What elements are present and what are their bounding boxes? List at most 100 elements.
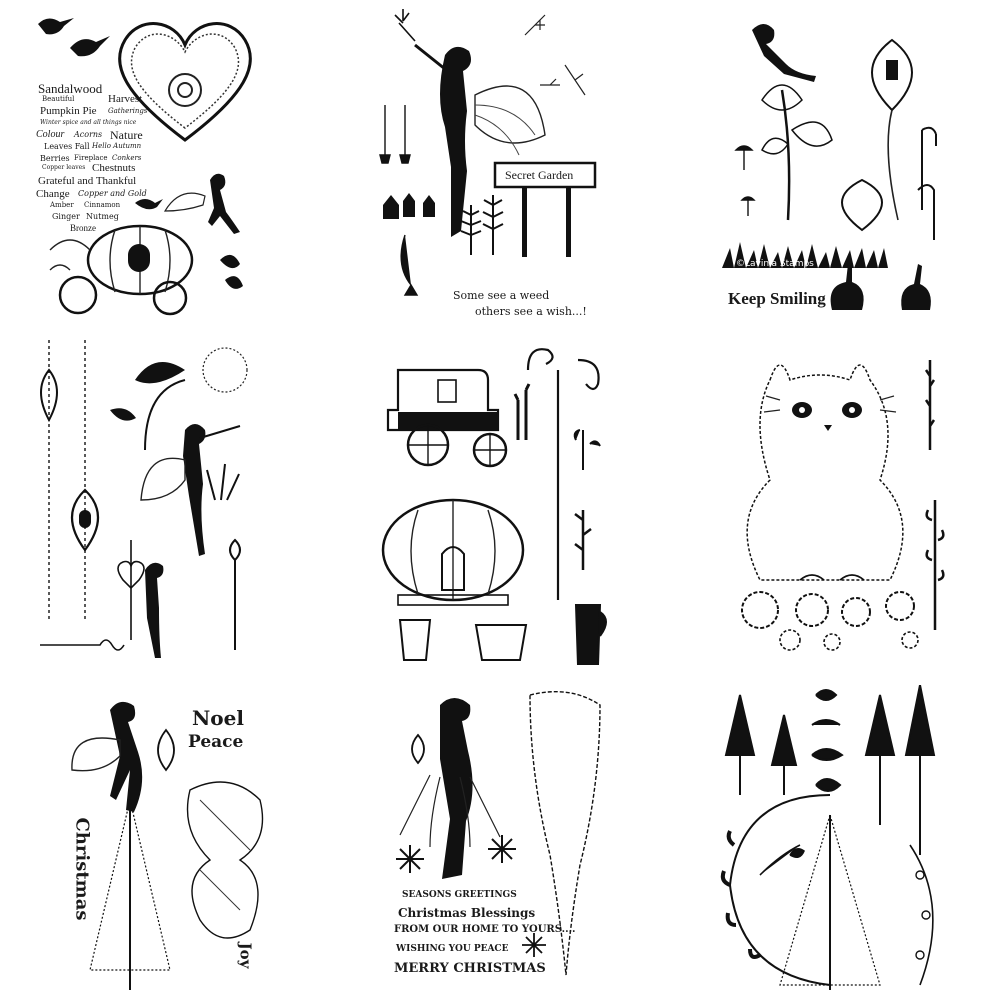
- word-sandalwood: Sandalwood: [38, 81, 103, 96]
- pine-tree-icon: [904, 685, 936, 855]
- word-beautiful: Beautiful: [42, 95, 75, 103]
- sign-text: Secret Garden: [505, 168, 574, 182]
- gear-icon: [901, 631, 919, 649]
- fairy-wing: [140, 457, 186, 501]
- bell-icon: [379, 105, 411, 164]
- fairy-silhouette: [440, 698, 473, 879]
- berry-wreath-arc: [909, 844, 934, 986]
- stamp-sheet-fluffy-cat: [740, 340, 965, 660]
- word-gatherings: Gatherings: [108, 107, 148, 115]
- leaf-icon: [110, 362, 185, 421]
- word-berries: Berries: [40, 154, 70, 163]
- pine-tree-icon: [724, 694, 756, 795]
- vine-icon: [925, 500, 945, 630]
- christmas-tree: [779, 812, 881, 986]
- word-nutmeg: Nutmeg: [86, 212, 119, 221]
- word-noel: Noel: [192, 706, 244, 730]
- stamp-sheet-dandelion-fairy: Secret Garden Some see a weed others see…: [375, 5, 615, 325]
- flower-pot-icon: [398, 619, 528, 661]
- word-acorns: Acorns: [74, 130, 103, 139]
- word-harvest: Harvest: [108, 93, 143, 105]
- stamp-sheet-lantern-fairies: [35, 340, 270, 660]
- sheet7-illustrations: [71, 701, 264, 990]
- bud-sprig-icon: [759, 844, 805, 876]
- word-peace: Peace: [188, 732, 244, 752]
- word-winter-spice: Winter spice and all things nice: [40, 119, 137, 126]
- stamp-sheet-christmas-greetings: SEASONS GREETINGS Christmas Blessings FR…: [390, 685, 620, 990]
- word-chestnuts: Chestnuts: [92, 162, 136, 174]
- sheet9-illustrations: [720, 685, 936, 990]
- lamp-post-icon: [917, 126, 937, 240]
- keep-smiling-text: Keep Smiling: [728, 289, 826, 308]
- fairy-silhouette: [752, 24, 816, 82]
- fairy-silhouette: [183, 424, 206, 556]
- leaf-garland: [186, 781, 264, 939]
- lavender-icon: [513, 383, 531, 440]
- rabbit-icon: [830, 264, 864, 310]
- gear-icon: [885, 591, 915, 621]
- gear-icon: [823, 633, 841, 651]
- stamp-sheet-pumpkin-house: [378, 340, 618, 665]
- grass-copyright: ©Lavinia Stamps: [736, 259, 814, 269]
- pumpkin-door: [441, 546, 465, 591]
- watering-jug-icon: [574, 604, 607, 665]
- bubble-cascade: [529, 690, 601, 976]
- crow-icon: [70, 36, 110, 57]
- sheet3-illustrations: [722, 24, 937, 310]
- bird-icon: [135, 199, 163, 210]
- fairy-silhouette: [110, 701, 143, 812]
- sheet6-illustrations: [741, 360, 945, 651]
- gear-icon: [779, 629, 801, 651]
- lace-heart: [118, 22, 252, 142]
- sheet8-illustrations: [396, 690, 601, 976]
- fluffy-cat: [746, 364, 904, 581]
- flower-stem-icon: [780, 89, 791, 221]
- crow-icon: [38, 18, 74, 35]
- snowflake-icon: [396, 845, 424, 873]
- greeting-from-our-home: FROM OUR HOME TO YOURS....: [394, 924, 576, 935]
- lantern-icon: [40, 368, 58, 423]
- lantern-icon: [71, 488, 99, 552]
- bellflower-icon: [400, 234, 419, 296]
- word-change: Change: [36, 188, 70, 200]
- stamp-sheet-keep-smiling: ©Lavinia Stamps Keep Smiling: [722, 10, 967, 320]
- word-leaves-fall: Leaves Fall: [44, 142, 90, 151]
- gear-icon: [741, 591, 779, 629]
- fairy-silhouette: [145, 562, 164, 658]
- greeting-merry-christmas: MERRY CHRISTMAS: [394, 961, 546, 976]
- word-amber: Amber: [50, 201, 74, 209]
- fairy-skirt: [399, 774, 501, 848]
- fairy-wing: [71, 737, 121, 772]
- word-copper-leaves: Copper leaves: [42, 164, 86, 171]
- greeting-blessings: Christmas Blessings: [398, 906, 536, 920]
- mushroom-icon: [734, 145, 756, 216]
- flower-icon: [761, 84, 833, 155]
- snowflake-icon: [488, 835, 516, 863]
- word-cinnamon: Cinnamon: [84, 201, 121, 209]
- greeting-wishing-peace: WISHING YOU PEACE: [396, 944, 509, 954]
- word-joy: Joy: [236, 942, 255, 969]
- quote-line-1: Some see a weed: [453, 289, 550, 302]
- word-colour: Colour: [36, 129, 65, 140]
- christmas-tree: [89, 799, 171, 971]
- lantern-icon: [841, 178, 883, 232]
- hanging-chain: [48, 340, 86, 620]
- rabbit-icon: [901, 264, 931, 310]
- grass-icon: [206, 463, 240, 501]
- word-ginger: Ginger: [52, 212, 80, 221]
- paper-lantern-icon: [411, 733, 425, 765]
- lamp-post-icon: [229, 538, 241, 650]
- flourish-icon: [811, 689, 844, 792]
- berry-sprig-icon: [573, 429, 601, 470]
- stamp-sheet-pine-trees: [720, 685, 965, 990]
- word-grateful-thankful: Grateful and Thankful: [38, 175, 137, 187]
- stamp-sheet-autumn-words: Sandalwood Beautiful Harvest Pumpkin Pie…: [30, 10, 270, 320]
- swirl-stem-icon: [526, 348, 600, 600]
- word-conkers: Conkers: [112, 154, 142, 162]
- stamp-sheet-christmas-words: Noel Peace Christmas Joy: [70, 690, 280, 990]
- willow-wreath: [728, 794, 831, 986]
- word-pumpkin-pie: Pumpkin Pie: [40, 105, 97, 117]
- gear-icon: [795, 593, 829, 627]
- greeting-seasons: SEASONS GREETINGS: [402, 890, 517, 900]
- dandelion-clock: [202, 347, 248, 393]
